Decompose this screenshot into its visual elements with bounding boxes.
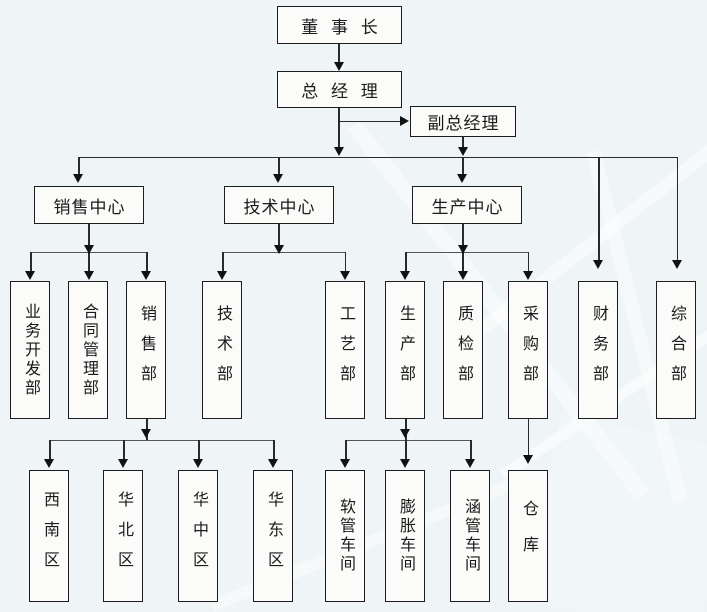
edge-production-center-to-quality <box>462 252 464 274</box>
node-sales-dept[interactable]: 销售部 <box>126 281 166 419</box>
edge-deputy-stem <box>462 137 464 150</box>
arrow-chairman-to-gm <box>333 62 344 71</box>
arrow-to-craft-dept <box>339 271 350 280</box>
bar-tech-center-children <box>222 252 346 254</box>
edge-to-expansion-workshop <box>405 440 407 464</box>
arrow-trunk-to-finance <box>593 260 604 269</box>
arrow-trunk-to-production-center <box>457 174 468 183</box>
node-tech-dept[interactable]: 技术部 <box>202 281 242 419</box>
bar-regions <box>49 440 274 442</box>
arrow-to-region-east <box>268 459 279 468</box>
edge-trunk-to-production-center <box>462 157 464 177</box>
edge-sales-center-stem <box>88 224 90 248</box>
arrow-trunk-to-sales-center <box>73 174 84 183</box>
watermark-panel-1 <box>522 413 707 612</box>
arrow-to-purchasing <box>522 271 533 280</box>
node-region-east[interactable]: 华东区 <box>253 470 293 602</box>
arrow-to-region-southwest <box>44 459 55 468</box>
arrow-to-sales-dept <box>141 271 152 280</box>
arrow-to-expansion-workshop <box>400 459 411 468</box>
edge-trunk-to-sales-center <box>78 157 80 177</box>
arrow-production-dept-stem <box>400 429 411 438</box>
arrow-to-production-dept <box>400 271 411 280</box>
arrow-production-center-stem <box>457 245 468 254</box>
arrow-gm-to-deputy <box>400 116 409 126</box>
edge-sales-center-to-sales-dept <box>146 252 148 274</box>
edge-trunk-to-general-affairs <box>676 157 679 263</box>
node-purchasing-dept[interactable]: 采购部 <box>508 281 548 419</box>
node-hose-workshop[interactable]: 软管车间 <box>325 470 365 602</box>
arrow-sales-center-stem <box>83 245 94 254</box>
edge-sales-center-to-business-dev <box>30 252 32 274</box>
node-sales-center[interactable]: 销售中心 <box>34 186 144 224</box>
arrow-to-region-central <box>193 459 204 468</box>
node-general-manager[interactable]: 总 经 理 <box>277 71 402 108</box>
arrow-sales-dept-stem <box>141 429 152 438</box>
node-deputy-general-manager[interactable]: 副总经理 <box>410 106 516 137</box>
node-expansion-workshop[interactable]: 膨胀车间 <box>385 470 425 602</box>
arrow-trunk-to-general-affairs <box>671 260 682 269</box>
node-warehouse[interactable]: 仓库 <box>508 470 548 602</box>
node-production-center[interactable]: 生产中心 <box>412 186 522 224</box>
arrow-to-tech-dept <box>217 271 228 280</box>
arrow-to-region-north <box>118 459 129 468</box>
node-finance-dept[interactable]: 财务部 <box>578 281 618 419</box>
edge-production-center-to-production-dept <box>405 252 407 274</box>
node-culvert-workshop[interactable]: 涵管车间 <box>450 470 490 602</box>
node-region-central[interactable]: 华中区 <box>178 470 218 602</box>
edge-to-region-central <box>198 440 200 464</box>
edge-to-hose-workshop <box>345 440 347 464</box>
edge-tech-center-to-craft-dept <box>344 252 347 274</box>
edge-trunk-to-finance <box>598 157 600 263</box>
edge-to-region-north <box>123 440 125 464</box>
arrow-to-culvert-workshop <box>465 459 476 468</box>
edge-to-region-southwest <box>49 440 51 464</box>
node-chairman[interactable]: 董 事 长 <box>277 6 402 44</box>
node-contract-mgmt-dept[interactable]: 合同管理部 <box>68 281 108 419</box>
arrow-purchasing-to-warehouse <box>522 455 533 464</box>
edge-production-center-stem <box>462 224 464 248</box>
edge-tech-center-to-tech-dept <box>222 252 224 274</box>
arrow-deputy-to-trunk <box>457 147 468 156</box>
edge-gm-to-deputy <box>339 120 401 123</box>
node-quality-dept[interactable]: 质检部 <box>443 281 483 419</box>
arrow-to-quality <box>457 271 468 280</box>
arrow-to-contract <box>83 271 94 280</box>
bar-workshops <box>345 440 471 442</box>
edge-to-culvert-workshop <box>470 440 472 464</box>
node-tech-center[interactable]: 技术中心 <box>224 186 334 224</box>
arrow-to-hose-workshop <box>340 459 351 468</box>
edge-to-region-east <box>273 440 275 464</box>
edge-trunk-to-tech-center <box>278 157 280 177</box>
edge-sales-center-to-contract <box>88 252 90 274</box>
node-region-north[interactable]: 华北区 <box>103 470 143 602</box>
node-production-dept[interactable]: 生产部 <box>385 281 425 419</box>
edge-chairman-to-gm <box>338 44 340 65</box>
arrow-tech-center-stem <box>273 245 284 254</box>
arrow-gm-to-trunk <box>333 147 344 156</box>
node-business-dev-dept[interactable]: 业务开发部 <box>10 281 50 419</box>
edge-tech-center-stem <box>278 224 280 248</box>
node-craft-dept[interactable]: 工艺部 <box>325 281 365 419</box>
arrow-to-business-dev <box>25 271 36 280</box>
node-region-southwest[interactable]: 西南区 <box>29 470 69 602</box>
node-general-affairs-dept[interactable]: 综合部 <box>656 281 696 419</box>
trunk-bar-top <box>78 156 678 159</box>
arrow-trunk-to-tech-center <box>273 174 284 183</box>
edge-gm-stem <box>338 108 340 150</box>
